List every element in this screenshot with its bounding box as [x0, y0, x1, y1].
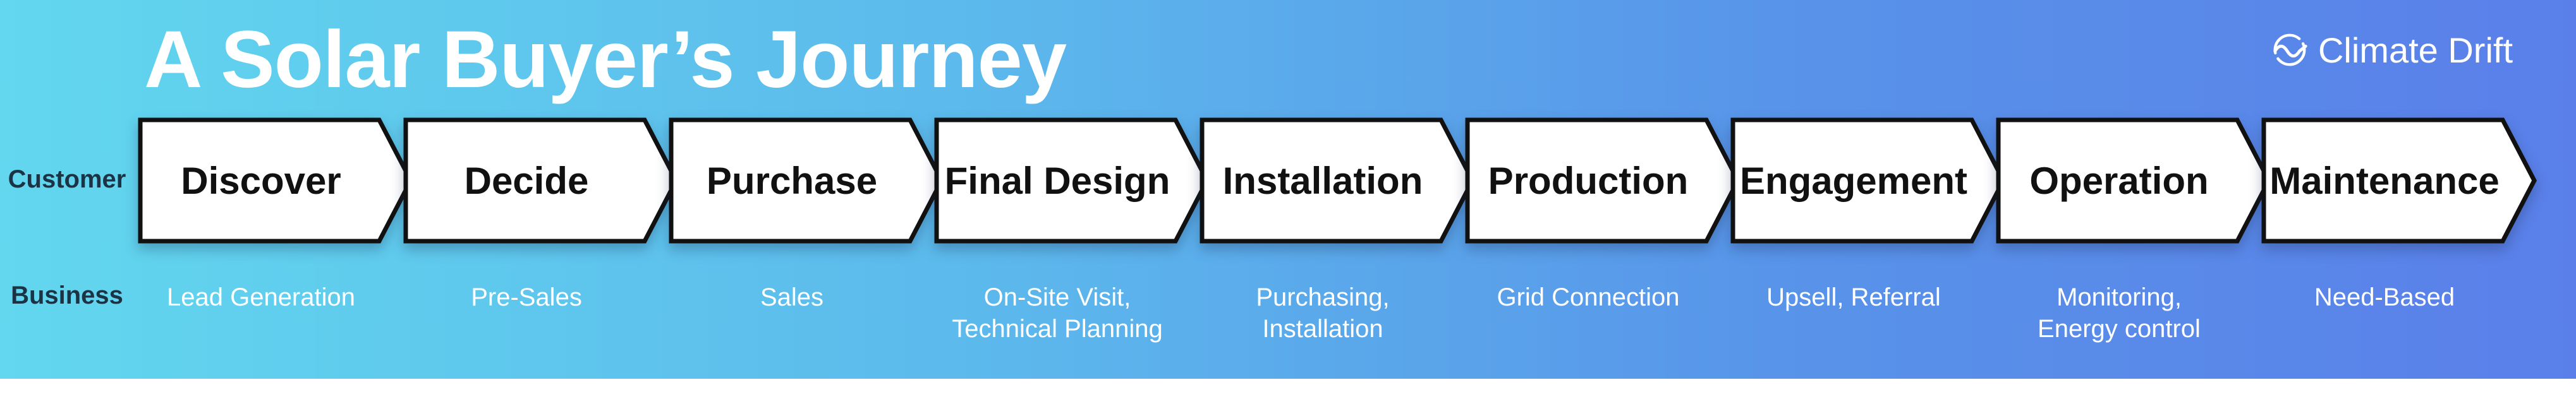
- brand: Climate Drift: [2270, 28, 2513, 72]
- business-activity-engagement: Upsell, Referral: [1766, 283, 1941, 311]
- stage-arrow-discover: Discover: [138, 117, 413, 244]
- business-activity-purchase: Sales: [760, 283, 824, 311]
- chevron-shape: [1200, 117, 1475, 244]
- brand-name: Climate Drift: [2318, 30, 2513, 70]
- chevron-shape: [403, 117, 679, 244]
- customer-row-label: Customer: [8, 165, 126, 193]
- business-activity-production: Grid Connection: [1497, 283, 1680, 311]
- chevron-shape: [2261, 117, 2537, 244]
- stage-label: Installation: [1222, 159, 1423, 202]
- stage-label: Production: [1488, 159, 1689, 202]
- chevron-shape: [138, 117, 413, 244]
- stage-label: Operation: [2029, 159, 2209, 202]
- stage-arrow-purchase: Purchase: [669, 117, 944, 244]
- stage-label: Final Design: [944, 159, 1170, 202]
- stage-label: Discover: [181, 159, 341, 202]
- business-row-label: Business: [11, 282, 123, 309]
- stage-arrow-production: Production: [1465, 117, 1741, 244]
- journey-banner: A Solar Buyer’s Journey Climate Drift Cu…: [0, 0, 2576, 379]
- stage-label: Decide: [464, 159, 589, 202]
- business-activity-operation: Monitoring, Energy control: [2038, 283, 2201, 343]
- stage-arrow-decide: Decide: [403, 117, 679, 244]
- chevron-shape: [1996, 117, 2271, 244]
- stage-arrow-final-design: Final Design: [934, 117, 1210, 244]
- page-title: A Solar Buyer’s Journey: [144, 15, 1067, 105]
- stage-label: Maintenance: [2269, 159, 2500, 202]
- stage-label: Purchase: [706, 159, 878, 202]
- chevron-shape: [1730, 117, 2006, 244]
- stage-arrow-operation: Operation: [1996, 117, 2271, 244]
- stage-label: Engagement: [1739, 159, 1968, 202]
- climate-drift-logo-icon: [2273, 33, 2307, 66]
- stage-arrow-installation: Installation: [1200, 117, 1475, 244]
- chevron-shape: [1465, 117, 1741, 244]
- stage-arrow-maintenance: Maintenance: [2261, 117, 2537, 244]
- business-activity-final-design: On-Site Visit, Technical Planning: [952, 283, 1163, 343]
- business-activity-discover: Lead Generation: [166, 283, 355, 311]
- chevron-shape: [669, 117, 944, 244]
- business-activity-installation: Purchasing, Installation: [1256, 283, 1390, 343]
- business-activity-maintenance: Need-Based: [2314, 283, 2455, 311]
- chevron-shape: [934, 117, 1210, 244]
- business-activity-decide: Pre-Sales: [471, 283, 582, 311]
- stage-arrow-engagement: Engagement: [1730, 117, 2006, 244]
